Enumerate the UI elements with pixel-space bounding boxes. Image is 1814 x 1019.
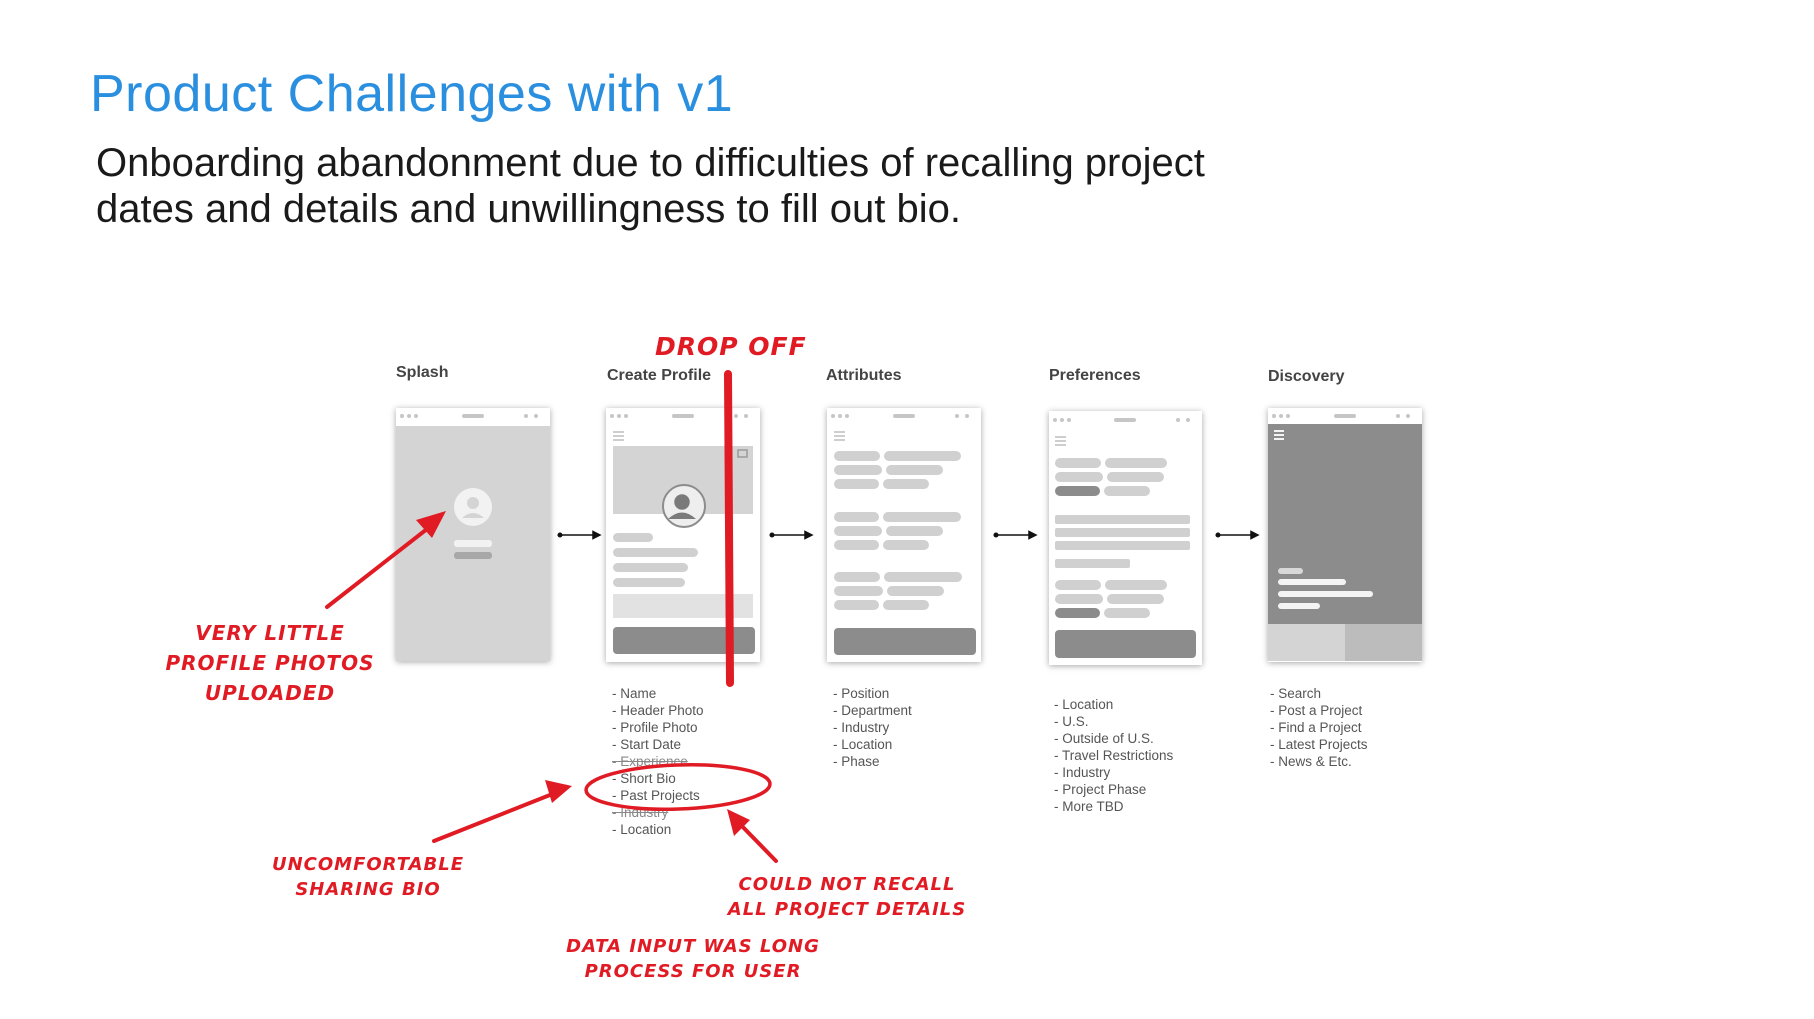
annotation-line: VERY LITTLE (195, 621, 345, 645)
list-item: - Location (1054, 697, 1114, 712)
bio-arrowhead (545, 780, 572, 803)
list-item: - Position (833, 686, 890, 701)
list-item: - Location (612, 822, 672, 837)
wireframe-splash (396, 408, 550, 661)
header-image-icon (737, 449, 748, 458)
photos-annotation: VERY LITTLE PROFILE PHOTOS UPLOADED (160, 618, 380, 708)
wireframe-discovery (1268, 408, 1422, 662)
long-process-annotation: DATA INPUT WAS LONG PROCESS FOR USER (548, 934, 838, 984)
list-item: - Start Date (612, 737, 682, 752)
discovery-menu-icon (1274, 430, 1284, 440)
recall-arrowhead (727, 809, 750, 836)
wireframe-preferences (1049, 411, 1202, 665)
slide-title: Product Challenges with v1 (90, 65, 734, 123)
profile-avatar-glyph (668, 494, 696, 519)
annotation-line: ALL PROJECT DETAILS (727, 899, 967, 920)
submit-button-placeholder (834, 628, 976, 655)
annotation-line: PROFILE PHOTOS (165, 651, 375, 675)
discovery-field-list: - Search - Post a Project - Find a Proje… (1270, 685, 1368, 770)
list-item: - Post a Project (1270, 703, 1363, 718)
annotation-line: UPLOADED (204, 681, 336, 705)
discovery-tile-placeholder (1345, 624, 1422, 661)
field-placeholder (613, 563, 688, 572)
list-item: - Travel Restrictions (1054, 748, 1174, 763)
list-item: - Industry (833, 720, 890, 735)
list-item: - Latest Projects (1270, 737, 1368, 752)
attributes-field-list: - Position - Department - Industry - Loc… (833, 685, 912, 770)
list-item: - Past Projects (612, 788, 700, 803)
slide-subtitle: Onboarding abandonment due to difficulti… (96, 140, 1396, 232)
status-bar-dots (400, 414, 1410, 422)
annotation-line: UNCOMFORTABLE (271, 854, 465, 875)
submit-button-placeholder (1055, 630, 1196, 658)
screen-label-preferences: Preferences (1049, 367, 1141, 384)
bio-projects-circle (584, 763, 772, 811)
list-item: - Short Bio (612, 771, 676, 786)
drop-off-line (724, 370, 734, 687)
bio-annotation: UNCOMFORTABLE SHARING BIO (258, 852, 478, 902)
subtitle-line-1: Onboarding abandonment due to difficulti… (96, 141, 1205, 185)
list-item: - Department (833, 703, 912, 718)
discovery-tile-placeholder (1268, 624, 1345, 661)
field-placeholder (613, 548, 698, 557)
wireframe-attributes (827, 408, 981, 662)
list-item: - Name (612, 686, 657, 701)
annotation-line: SHARING BIO (295, 879, 441, 900)
screen-label-create-profile: Create Profile (607, 367, 712, 384)
list-item: - Profile Photo (612, 720, 698, 735)
photos-arrowhead (416, 511, 446, 538)
hamburger-menu-icons (613, 431, 1066, 446)
flow-arrows (557, 530, 1260, 540)
discovery-hero-placeholder (1268, 424, 1422, 624)
splash-button-placeholder (454, 552, 492, 559)
annotation-line: DATA INPUT WAS LONG (566, 936, 820, 957)
list-item: - More TBD (1054, 799, 1124, 814)
list-item: - Find a Project (1270, 720, 1362, 735)
splash-avatar-glyph (462, 497, 484, 518)
splash-text-placeholder (454, 540, 492, 547)
create-profile-field-list: - Name - Header Photo - Profile Photo - … (612, 685, 704, 838)
list-item: - News & Etc. (1270, 754, 1352, 769)
preferences-field-list: - Location - U.S. - Outside of U.S. - Tr… (1054, 696, 1173, 815)
list-item: - Search (1270, 686, 1322, 701)
subtitle-line-2: dates and details and unwillingness to f… (96, 187, 961, 231)
recall-annotation: COULD NOT RECALL ALL PROJECT DETAILS (712, 872, 982, 922)
wireframe-create-profile (606, 408, 760, 662)
list-item: - Industry (1054, 765, 1111, 780)
field-placeholder (613, 533, 653, 542)
list-item: - U.S. (1054, 714, 1089, 729)
drop-off-annotation: DROP OFF (655, 332, 807, 361)
list-item: - Header Photo (612, 703, 704, 718)
screen-label-attributes: Attributes (826, 367, 902, 384)
list-item: - Phase (833, 754, 880, 769)
field-placeholder (613, 578, 685, 587)
annotation-line: PROCESS FOR USER (584, 961, 802, 982)
screen-label-discovery: Discovery (1268, 368, 1345, 385)
screen-label-splash: Splash (396, 364, 449, 381)
list-item: - Project Phase (1054, 782, 1147, 797)
annotation-line: COULD NOT RECALL (738, 874, 956, 895)
list-item: - Location (833, 737, 893, 752)
list-item: - Outside of U.S. (1054, 731, 1154, 746)
bio-arrow-line (432, 789, 562, 843)
photos-arrow-line (325, 520, 438, 609)
